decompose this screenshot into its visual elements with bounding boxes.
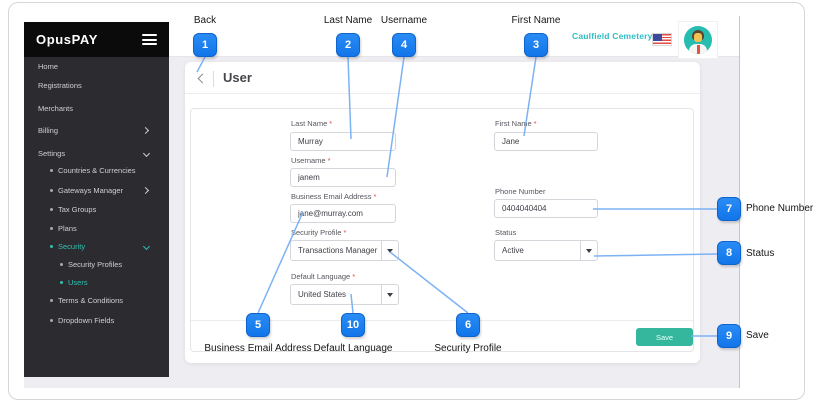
app-screenshot: Caulfield Cemetery OpusPAY Home Registra… xyxy=(24,16,740,388)
chevron-down-icon xyxy=(142,149,151,157)
callout-label-save: Save xyxy=(746,330,769,341)
default-language-dropdown-button[interactable] xyxy=(382,284,399,305)
status-select[interactable]: Active xyxy=(494,240,581,261)
first-name-label: First Name* xyxy=(495,119,537,128)
default-language-label: Default Language* xyxy=(291,272,356,281)
required-asterisk: * xyxy=(533,119,537,128)
sidebar-item-countries-currencies[interactable]: Countries & Currencies xyxy=(50,164,136,176)
avatar-face xyxy=(694,33,702,42)
callout-5-business-email: 5 xyxy=(246,313,270,337)
bullet-icon xyxy=(50,226,53,230)
callout-label-business-email: Business Email Address xyxy=(204,343,312,354)
callout-2-last-name: 2 xyxy=(336,33,360,57)
bullet-icon xyxy=(50,168,53,172)
callout-4-username: 4 xyxy=(392,33,416,57)
dropdown-arrow-icon xyxy=(586,248,592,253)
app-logo: OpusPAY xyxy=(36,32,98,47)
sidebar-item-billing[interactable]: Billing xyxy=(38,124,162,136)
callout-3-first-name: 3 xyxy=(524,33,548,57)
bullet-icon xyxy=(60,280,63,284)
bullet-icon xyxy=(60,262,63,266)
callout-9-save: 9 xyxy=(717,324,741,348)
callout-6-security-profile: 6 xyxy=(456,313,480,337)
sidebar-item-dropdown-fields[interactable]: Dropdown Fields xyxy=(50,314,114,326)
security-profile-label: Security Profile* xyxy=(291,228,347,237)
us-flag-icon[interactable] xyxy=(652,33,672,46)
avatar-button[interactable] xyxy=(678,21,718,59)
business-email-input[interactable] xyxy=(290,204,396,223)
sidebar-item-home[interactable]: Home xyxy=(38,61,59,71)
callout-label-last-name: Last Name xyxy=(323,15,373,26)
bullet-icon xyxy=(50,244,53,248)
status-dropdown-button[interactable] xyxy=(581,240,598,261)
callout-label-first-name: First Name xyxy=(511,15,561,26)
callout-1-back: 1 xyxy=(193,33,217,57)
sidebar-item-users[interactable]: Users xyxy=(60,276,88,288)
sidebar-item-terms-conditions[interactable]: Terms & Conditions xyxy=(50,294,123,306)
hamburger-menu-icon[interactable] xyxy=(142,32,157,48)
user-avatar-icon xyxy=(684,26,712,54)
callout-8-status: 8 xyxy=(717,241,741,265)
sidebar-logo-bar: OpusPAY xyxy=(24,22,169,57)
business-email-label: Business Email Address* xyxy=(291,192,377,201)
chevron-right-icon xyxy=(141,186,150,194)
avatar-tie xyxy=(696,45,700,54)
required-asterisk: * xyxy=(329,119,333,128)
form-footer-divider xyxy=(191,320,693,321)
save-button[interactable]: Save xyxy=(636,328,693,346)
security-profile-dropdown-button[interactable] xyxy=(382,240,399,261)
sidebar-item-tax-groups[interactable]: Tax Groups xyxy=(50,203,96,215)
bullet-icon xyxy=(50,207,53,211)
sidebar-item-plans[interactable]: Plans xyxy=(50,222,77,234)
sidebar-item-security[interactable]: Security xyxy=(50,240,162,252)
default-language-select[interactable]: United States xyxy=(290,284,382,305)
callout-label-default-language: Default Language xyxy=(313,343,393,354)
bullet-icon xyxy=(50,298,53,302)
dropdown-arrow-icon xyxy=(387,292,393,297)
title-divider xyxy=(213,71,214,87)
callout-label-status: Status xyxy=(746,248,775,259)
required-asterisk: * xyxy=(327,156,331,165)
sidebar-item-security-profiles[interactable]: Security Profiles xyxy=(60,258,122,270)
username-input[interactable] xyxy=(290,168,396,187)
sidebar-item-gateways-manager[interactable]: Gateways Manager xyxy=(50,184,162,196)
status-label: Status xyxy=(495,228,517,237)
required-asterisk: * xyxy=(352,272,356,281)
last-name-label: Last Name* xyxy=(291,119,333,128)
title-rule xyxy=(185,93,700,94)
phone-number-label: Phone Number xyxy=(495,187,546,196)
callout-label-phone-number: Phone Number xyxy=(746,203,814,214)
required-asterisk: * xyxy=(343,228,347,237)
chevron-right-icon xyxy=(141,126,150,134)
sidebar-item-merchants[interactable]: Merchants xyxy=(38,103,74,113)
phone-number-input[interactable] xyxy=(494,199,598,218)
security-profile-select[interactable]: Transactions Manager xyxy=(290,240,382,261)
username-label: Username* xyxy=(291,156,331,165)
sidebar-item-registrations[interactable]: Registrations xyxy=(38,80,82,90)
callout-10-default-language: 10 xyxy=(341,313,365,337)
bullet-icon xyxy=(50,188,53,192)
sidebar-item-settings[interactable]: Settings xyxy=(38,147,162,159)
dropdown-arrow-icon xyxy=(387,248,393,253)
account-name: Caulfield Cemetery xyxy=(572,31,653,41)
back-button[interactable] xyxy=(197,73,208,84)
callout-label-back: Back xyxy=(193,15,217,26)
first-name-input[interactable] xyxy=(494,132,598,151)
callout-label-username: Username xyxy=(380,15,428,26)
page-title: User xyxy=(223,70,252,85)
chevron-down-icon xyxy=(142,242,151,250)
bullet-icon xyxy=(50,318,53,322)
sidebar: OpusPAY Home Registrations Merchants Bil… xyxy=(24,22,169,377)
callout-7-phone-number: 7 xyxy=(717,197,741,221)
callout-label-security-profile: Security Profile xyxy=(434,343,502,354)
last-name-input[interactable] xyxy=(290,132,396,151)
flag-canton xyxy=(653,34,662,41)
required-asterisk: * xyxy=(373,192,377,201)
